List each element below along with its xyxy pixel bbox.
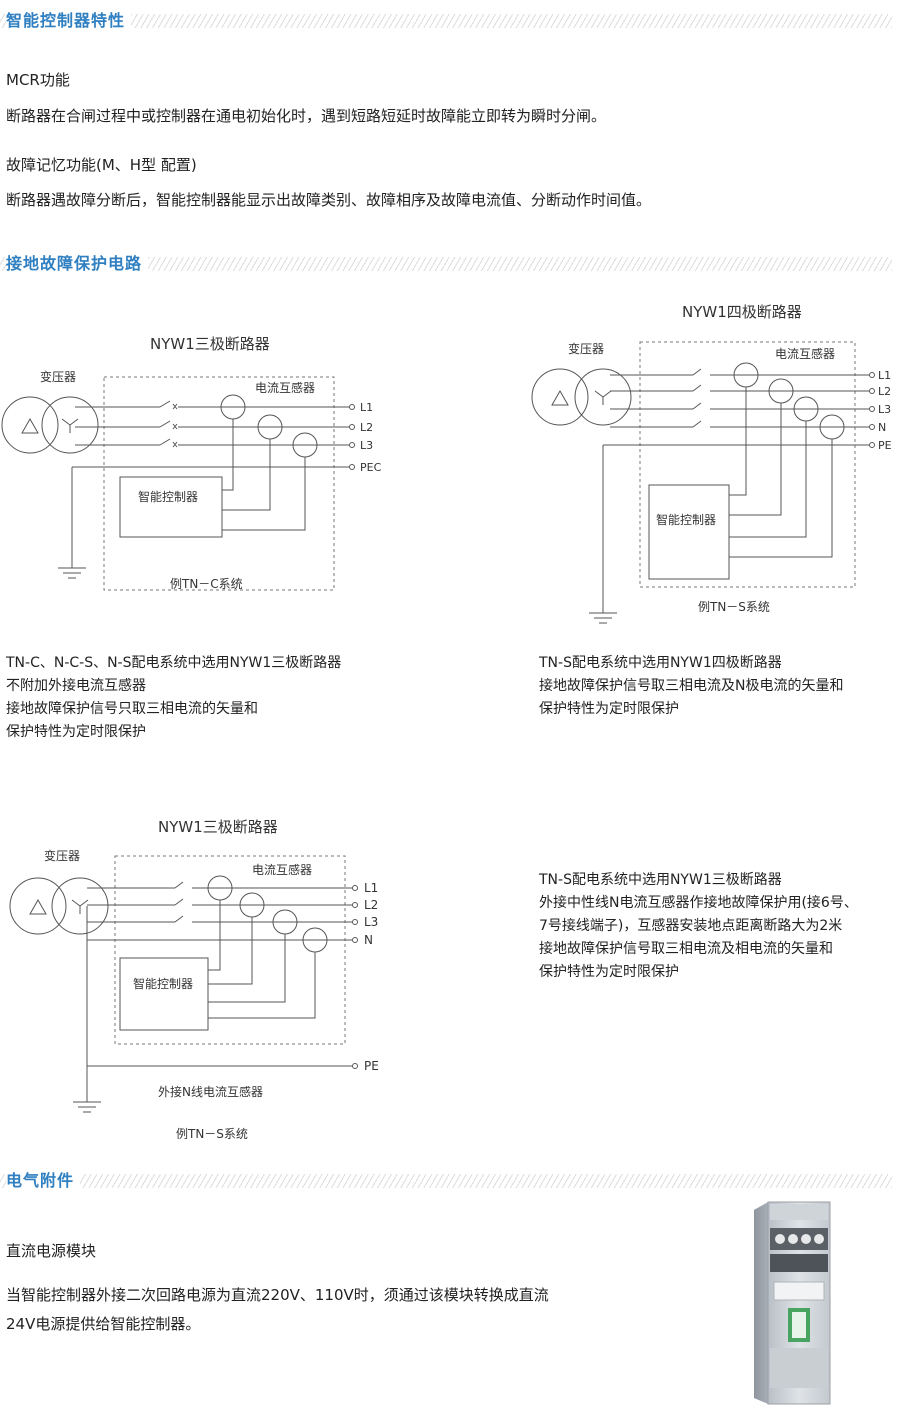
note-line: 不附加外接电流互感器 [6,678,146,694]
note-line: 保护特性为定时限保护 [539,964,679,980]
controller-box [119,476,223,538]
wye-symbol [71,899,89,914]
note-line: 接地故障保护信号取三相电流及相电流的矢量和 [539,941,833,957]
accessory-desc-line2: 24V电源提供给智能控制器。 [6,1315,201,1333]
section-title: 电气附件 [6,1170,81,1192]
ground-symbol [589,445,617,624]
hatch-divider [0,1174,892,1188]
transformer-primary [531,368,589,426]
section-header-features: 智能控制器特性 [0,10,892,34]
note-line: 保护特性为定时限保护 [539,701,679,717]
mcr-title: MCR功能 [6,71,70,89]
terminal-l2: L2 [364,898,378,912]
section-title: 智能控制器特性 [6,10,132,32]
dc-power-module-image [754,1201,831,1405]
diagram-title: NYW1四极断路器 [682,303,802,321]
note-line: 接地故障保护信号只取三相电流的矢量和 [6,701,258,717]
breaker-boundary [114,855,346,1045]
controller-label: 智能控制器 [656,512,716,527]
delta-symbol [21,417,39,434]
note-tns-four-pole: TN-S配电系统中选用NYW1四极断路器 接地故障保护信号取三相电流及N极电流的… [539,652,843,721]
mcr-desc: 断路器在合闸过程中或控制器在通电初始化时，遇到短路短延时故障能立即转为瞬时分闸。 [6,107,607,125]
controller-box [648,484,730,580]
transformer-label: 变压器 [44,848,80,863]
ct-wires [222,419,306,531]
diagram-four-pole-tns: NYW1四极断路器 变压器 电流互感器 智能控制器 L1 L2 L3 N PE … [531,303,892,624]
note-line: 保护特性为定时限保护 [6,724,146,740]
bus-lines [72,406,350,468]
diagram-three-pole-tns: NYW1三极断路器 变压器 电流互感器 智能控制器 L1 L2 L3 N PE … [9,818,379,1141]
transformer-secondary [41,396,99,454]
terminal-l2: L2 [360,421,373,434]
diagram-caption: 例TN－S系统 [176,1127,248,1141]
transformer-label: 变压器 [40,369,76,384]
terminal-pec: PEC [360,461,382,474]
section-header-ground-fault: 接地故障保护电路 [0,253,892,277]
note-line: 接地故障保护信号取三相电流及N极电流的矢量和 [539,678,844,694]
wye-symbol [61,418,79,433]
diagram-three-pole-tnc: NYW1三极断路器 变压器 电流互感器 智能控制器 L1 L2 L3 PEC 例… [1,335,382,591]
terminal-pe: PE [878,439,892,452]
section-header-accessories: 电气附件 [0,1170,892,1194]
diagram-caption: 例TN－S系统 [698,600,770,614]
memory-desc: 断路器遇故障分断后，智能控制器能显示出故障类别、故障相序及故障电流值、分断动作时… [6,191,652,209]
terminal-l3: L3 [360,439,373,452]
section-title: 接地故障保护电路 [6,253,149,275]
delta-symbol [29,898,47,915]
ground-symbol [58,467,86,579]
accessory-title: 直流电源模块 [6,1242,97,1260]
transformer-label: 变压器 [568,341,604,356]
terminal-l3: L3 [364,915,378,929]
terminal-pe: PE [364,1059,379,1073]
accessory-desc-line1: 当智能控制器外接二次回路电源为直流220V、110V时，须通过该模块转换成直流 [6,1286,549,1304]
terminal-l1: L1 [360,401,373,414]
note-line: 外接中性线N电流互感器作接地故障保护用(接6号、 [539,895,858,911]
ct-label: 电流互感器 [255,380,315,395]
terminal-l3: L3 [878,403,891,416]
note-line: 7号接线端子)，互感器安装地点距离断路大为2米 [539,918,843,934]
terminal-n: N [364,933,373,947]
memory-title: 故障记忆功能(M、H型 配置) [6,156,197,174]
diagram-title: NYW1三极断路器 [150,335,270,353]
note-line: TN-S配电系统中选用NYW1三极断路器 [539,872,782,888]
ct-wires [208,900,316,1019]
breaker-boundary [639,341,856,588]
contact-marks [172,403,178,448]
hatch-divider [0,257,892,271]
ground-and-pe [73,906,352,1113]
diagram-caption: 例TN－C系统 [170,577,243,591]
terminal-n: N [878,421,886,434]
transformer-secondary [574,368,632,426]
note-tns-three-pole: TN-S配电系统中选用NYW1三极断路器 外接中性线N电流互感器作接地故障保护用… [539,869,858,984]
controller-label: 智能控制器 [133,976,193,991]
hatch-divider [0,14,892,28]
wye-symbol [594,390,612,405]
breaker-contacts [692,368,702,428]
note-line: TN-S配电系统中选用NYW1四极断路器 [539,655,782,671]
note-line: TN-C、N-C-S、N-S配电系统中选用NYW1三极断路器 [6,655,342,671]
bus-lines [87,887,352,941]
controller-box [119,957,209,1031]
transformer-secondary [51,877,109,935]
terminal-l1: L1 [364,881,378,895]
bus-lines [603,374,870,446]
diagram-title: NYW1三极断路器 [158,818,278,836]
note-tnc: TN-C、N-C-S、N-S配电系统中选用NYW1三极断路器 不附加外接电流互感… [6,652,341,744]
terminal-l2: L2 [878,385,891,398]
ct-label: 电流互感器 [252,862,312,877]
controller-label: 智能控制器 [138,489,198,504]
ct-label: 电流互感器 [775,346,835,361]
delta-symbol [551,389,569,406]
transformer-primary [9,877,67,935]
external-ct-label: 外接N线电流互感器 [158,1084,263,1099]
breaker-contacts [174,881,184,923]
terminal-l1: L1 [878,369,891,382]
transformer-primary [1,396,59,454]
breaker-contacts [159,400,171,446]
breaker-boundary [103,376,335,591]
ct-wires [729,387,833,558]
